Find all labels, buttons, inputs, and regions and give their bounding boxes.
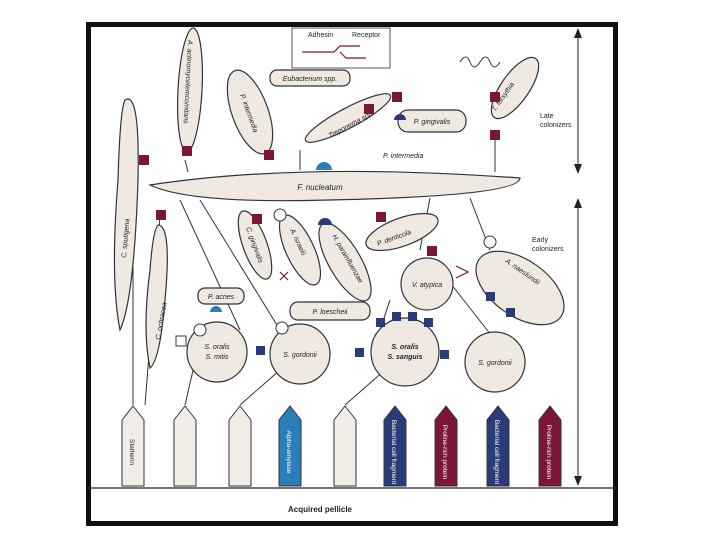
receptor-5: Bacterial cell fragment bbox=[383, 405, 407, 487]
c-sputigena-cell bbox=[113, 98, 139, 332]
s-oralis-mitis-label-1: S. oralis bbox=[204, 344, 230, 351]
diagram-inner-frame bbox=[90, 26, 614, 522]
receptor-2 bbox=[228, 405, 252, 487]
p-gingivalis-cell bbox=[397, 109, 467, 133]
receptor-8: Proline-rich protein bbox=[538, 405, 562, 487]
p-intermedia-mid-label: P. intermedia bbox=[383, 153, 423, 160]
eubacterium-label: Eubacterium spp. bbox=[283, 76, 338, 83]
a-naeslundii-cell bbox=[475, 250, 565, 326]
v-atypica-label: V. atypica bbox=[412, 282, 442, 289]
receptor-7-label: Bacterial cell fragment bbox=[493, 420, 500, 484]
receptor-1 bbox=[173, 405, 197, 487]
f-nucleatum-cell bbox=[147, 170, 521, 202]
s-oralis-mitis-cell bbox=[186, 321, 248, 383]
receptor-0-label: Statherin bbox=[128, 439, 135, 465]
receptor-8-label: Proline-rich protein bbox=[545, 425, 552, 480]
t-forsythia-cell bbox=[490, 56, 540, 120]
receptor-row: Statherin Alpha-amylase Bacterial cell f… bbox=[121, 405, 562, 487]
s-oralis-sanguis-cell bbox=[370, 317, 440, 387]
eubacterium-cell bbox=[269, 69, 351, 87]
receptor-6: Proline-rich protein bbox=[434, 405, 458, 487]
s-oralis-mitis-label-2: S. mitis bbox=[206, 354, 229, 361]
receptor-7: Bacterial cell fragment bbox=[486, 405, 510, 487]
a-actinomycetemcomitans-label: A. actinomycetemcomitans bbox=[182, 39, 193, 124]
adhesin-markers bbox=[139, 92, 515, 359]
p-loescheii-cell bbox=[289, 301, 371, 321]
s-gordonii-1-cell bbox=[269, 323, 331, 385]
treponema-cell bbox=[304, 93, 392, 143]
early-range-arrow bbox=[574, 198, 582, 486]
c-sputigena-label: C. sputigena bbox=[121, 218, 131, 258]
f-nucleatum-label: F. nucleatum bbox=[297, 183, 343, 192]
s-gordonii-2-cell bbox=[464, 331, 526, 393]
s-gordonii-2-label: S. gordonii bbox=[478, 360, 512, 367]
receptor-0: Statherin bbox=[121, 405, 145, 487]
legend-adhesin-label: Adhesin bbox=[308, 32, 333, 39]
c-gingivalis-cell bbox=[237, 210, 273, 280]
receptor-4 bbox=[333, 405, 357, 487]
p-acnes-cell bbox=[197, 287, 245, 305]
legend-receptor-label: Receptor bbox=[352, 32, 381, 39]
p-loescheii-label: P. loescheii bbox=[313, 309, 348, 316]
receptor-5-label: Bacterial cell fragment bbox=[390, 420, 397, 484]
s-oralis-sanguis-label-2: S. sanguis bbox=[387, 354, 422, 361]
late-range-arrow bbox=[574, 28, 582, 174]
p-acnes-label: P. acnes bbox=[208, 294, 235, 301]
c-ochracea-cell bbox=[145, 224, 168, 370]
v-atypica-cell bbox=[400, 257, 454, 311]
t-forsythia-flagellum bbox=[459, 56, 501, 68]
receptor-3: Alpha-amylase bbox=[278, 405, 302, 487]
receptor-6-label: Proline-rich protein bbox=[441, 425, 448, 480]
p-denticola-cell bbox=[365, 212, 439, 252]
legend: Adhesin Receptor bbox=[291, 27, 391, 69]
s-oralis-sanguis-label-1: S. oralis bbox=[391, 344, 418, 351]
pellicle-label: Acquired pellicle bbox=[288, 505, 353, 514]
receptor-3-label: Alpha-amylase bbox=[285, 431, 292, 474]
p-gingivalis-label: P. gingivalis bbox=[414, 119, 451, 126]
s-gordonii-1-label: S. gordonii bbox=[283, 352, 317, 359]
